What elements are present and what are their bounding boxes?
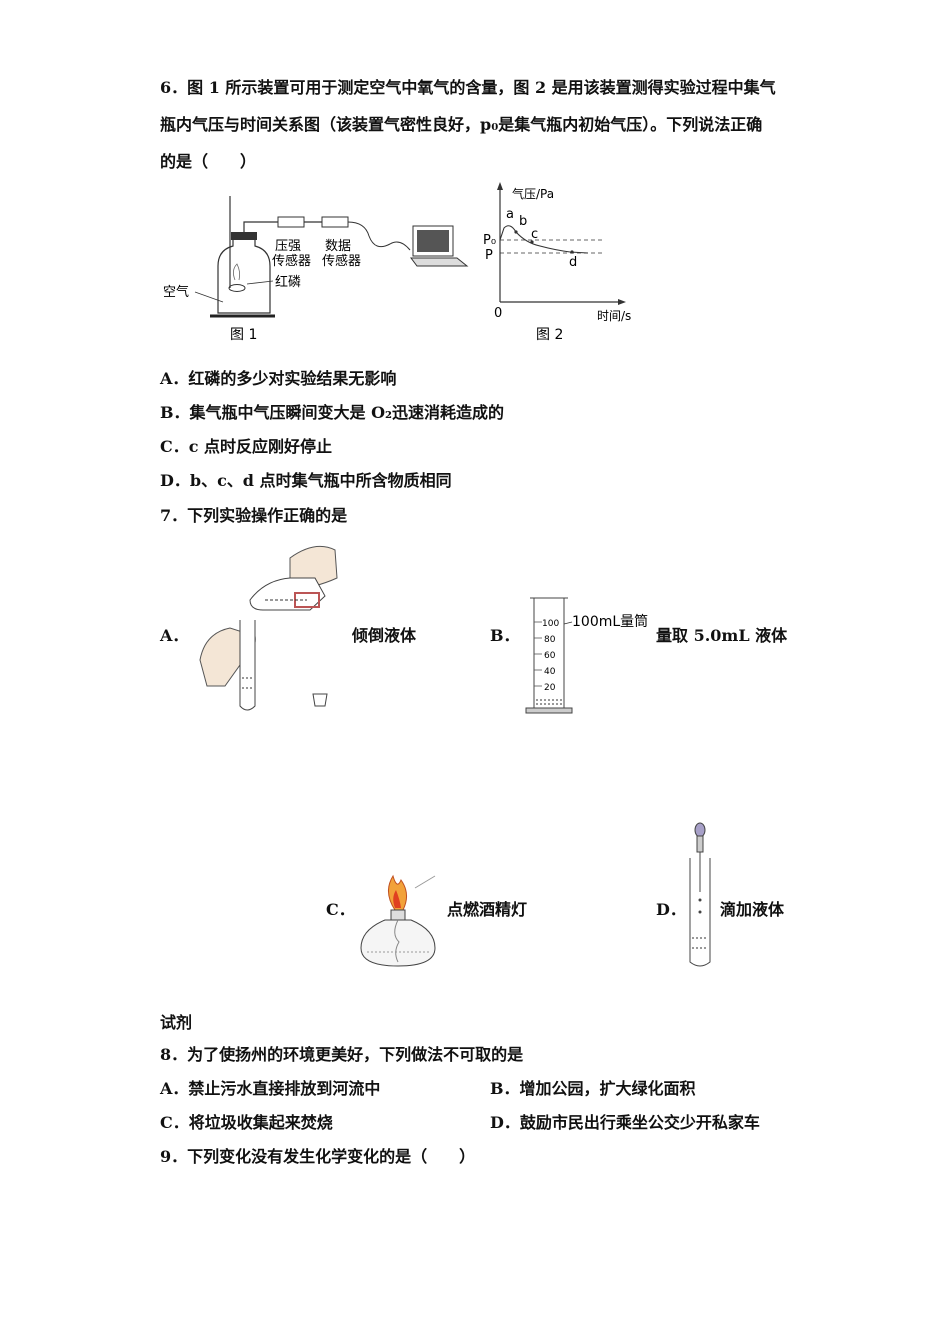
label-phosphorus: 红磷 [275, 274, 301, 290]
graph-point-c: c [531, 227, 538, 242]
graph-origin: 0 [494, 306, 502, 321]
label-pressure-sensor-1: 压强 [275, 239, 301, 254]
q8-option-a[interactable]: A．禁止污水直接排放到河流中 [160, 1079, 381, 1098]
cylinder-label: 100mL量筒 [572, 613, 648, 630]
figure-2-caption: 图 2 [536, 327, 563, 343]
q8-stem: 8．为了使扬州的环境更美好，下列做法不可取的是 [160, 1045, 524, 1064]
label-data-sensor-2: 传感器 [322, 253, 361, 269]
q7-option-d-text: 滴加液体 [720, 900, 785, 919]
graph-xlabel: 时间/s [597, 309, 631, 323]
graph-p0: P₀ [483, 233, 496, 248]
q6-option-a[interactable]: A．红磷的多少对实验结果无影响 [160, 369, 397, 388]
graduated-cylinder-illustration: 100 80 60 40 20 100mL量筒 [525, 597, 648, 714]
graph-point-a: a [506, 207, 514, 222]
q7-option-b-text: 量取 5.0mL 液体 [656, 626, 788, 645]
q6-stem-line2: 瓶内气压与时间关系图（该装置气密性良好，p₀是集气瓶内初始气压）。下列说法正确 [160, 115, 763, 134]
q7-option-c-text: 点燃酒精灯 [447, 900, 528, 919]
graph-point-b: b [519, 214, 527, 229]
tick-100: 100 [542, 619, 559, 629]
q8-option-b[interactable]: B．增加公园，扩大绿化面积 [490, 1079, 696, 1098]
q7-option-b-letter[interactable]: B． [490, 626, 520, 645]
q9-stem: 9．下列变化没有发生化学变化的是（ ） [160, 1147, 476, 1166]
tick-60: 60 [544, 651, 556, 661]
pouring-liquid-illustration [199, 545, 338, 711]
label-pressure-sensor-2: 传感器 [272, 253, 311, 269]
q7-option-d-continuation: 试剂 [160, 1013, 193, 1032]
q6-option-c[interactable]: C．c 点时反应刚好停止 [160, 437, 333, 456]
figure-1-apparatus: 压强 传感器 数据 传感器 红磷 空气 图 1 [163, 196, 469, 343]
q7-stem: 7．下列实验操作正确的是 [160, 506, 348, 525]
label-air: 空气 [163, 284, 189, 300]
dropper-test-tube-illustration [689, 822, 711, 967]
figure-1-caption: 图 1 [230, 327, 257, 343]
q7-option-d-letter[interactable]: D． [656, 900, 686, 919]
q7-option-a-text: 倾倒液体 [352, 626, 417, 645]
tick-40: 40 [544, 667, 556, 677]
q7-option-a-letter[interactable]: A． [160, 626, 189, 645]
q6-option-d[interactable]: D．b、c、d 点时集气瓶中所含物质相同 [160, 471, 452, 490]
q8-option-c[interactable]: C．将垃圾收集起来焚烧 [160, 1113, 333, 1132]
alcohol-lamp-illustration [360, 874, 436, 967]
label-data-sensor-1: 数据 [325, 239, 351, 254]
graph-ylabel: 气压/Pa [512, 186, 554, 201]
q7-option-c-letter[interactable]: C． [326, 900, 355, 919]
figure-2-graph: 气压/Pa P₀ P a b c d 0 时间/s 图 2 [483, 182, 631, 343]
q6-stem-line3: 的是（ ） [160, 152, 257, 171]
graph-point-d: d [569, 255, 577, 270]
tick-20: 20 [544, 683, 556, 693]
tick-80: 80 [544, 635, 556, 645]
q6-option-b[interactable]: B．集气瓶中气压瞬间变大是 O₂迅速消耗造成的 [160, 403, 505, 422]
q8-option-d[interactable]: D．鼓励市民出行乘坐公交少开私家车 [490, 1113, 760, 1132]
q6-stem-line1: 6．图 1 所示装置可用于测定空气中氧气的含量，图 2 是用该装置测得实验过程中… [160, 78, 776, 97]
graph-p: P [485, 248, 493, 263]
